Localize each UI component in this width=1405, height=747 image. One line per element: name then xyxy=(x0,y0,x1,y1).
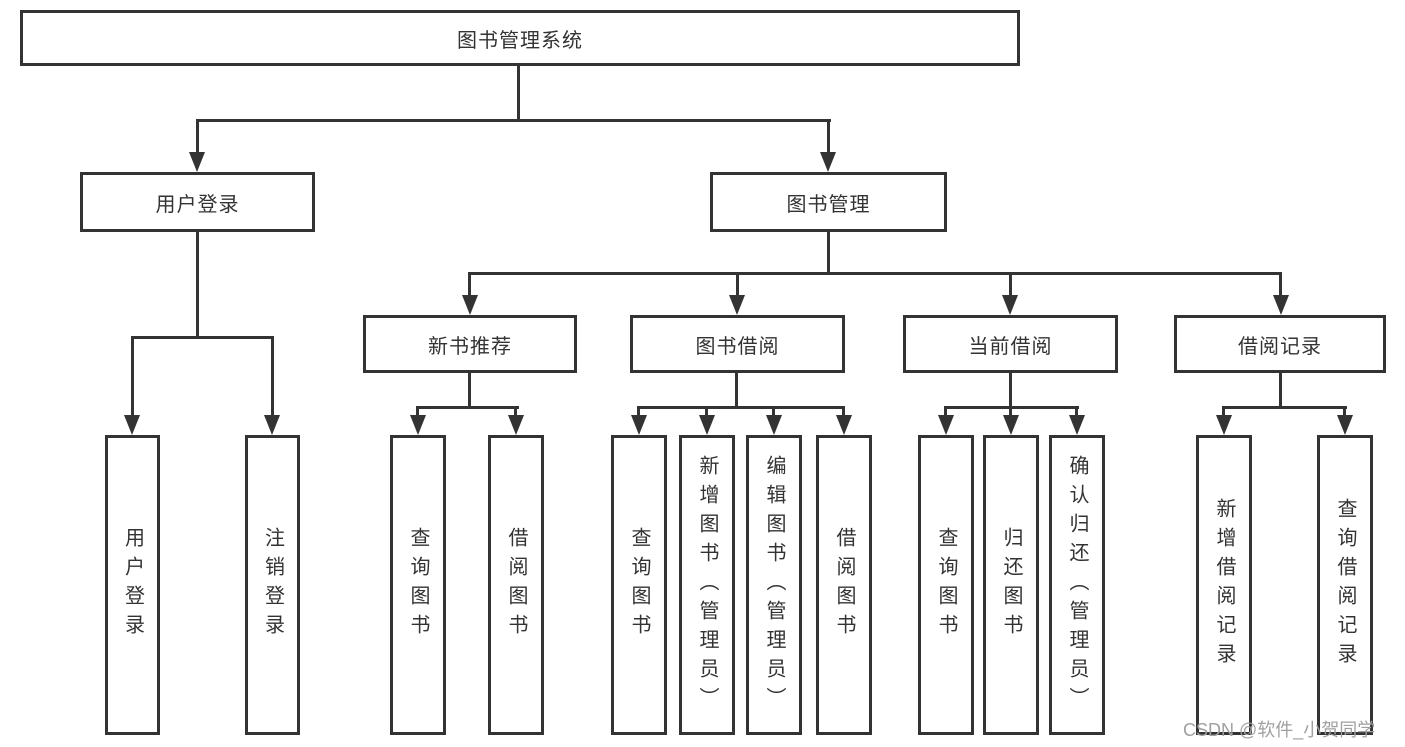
arrowhead-icon xyxy=(836,415,852,435)
arrowhead-icon xyxy=(1003,415,1019,435)
leaf-query-books-current-label: 查询图书 xyxy=(935,527,957,643)
arrowhead-icon xyxy=(766,415,782,435)
leaf-add-borrow-record-label: 新增借阅记录 xyxy=(1213,498,1235,672)
leaf-edit-books-admin-label: 编辑图书（管理员） xyxy=(763,454,785,716)
node-book-borrowing: 图书借阅 xyxy=(630,315,845,373)
leaf-edit-books-admin: 编辑图书（管理员） xyxy=(746,435,802,735)
arrowhead-icon xyxy=(1069,415,1085,435)
leaf-borrow-books-recommend-label: 借阅图书 xyxy=(505,527,527,643)
arrowhead-icon xyxy=(1337,415,1353,435)
leaf-query-books-borrowing: 查询图书 xyxy=(611,435,667,735)
arrowhead-icon xyxy=(820,152,836,172)
connector-line xyxy=(468,373,471,406)
leaf-borrow-books-borrowing: 借阅图书 xyxy=(816,435,872,735)
connector-line xyxy=(827,232,830,272)
connector-line xyxy=(944,406,947,415)
leaf-add-books-admin: 新增图书（管理员） xyxy=(679,435,735,735)
connector-line xyxy=(1009,272,1012,295)
leaf-return-books: 归还图书 xyxy=(983,435,1039,735)
leaf-logout-label: 注销登录 xyxy=(261,527,284,643)
connector-line xyxy=(1075,406,1078,415)
node-new-book-recommend-label: 新书推荐 xyxy=(428,335,512,358)
node-borrowing-records-label: 借阅记录 xyxy=(1238,335,1322,358)
connector-line xyxy=(637,406,640,415)
node-current-borrowing: 当前借阅 xyxy=(903,315,1118,373)
connector-line xyxy=(514,406,517,415)
connector-line xyxy=(517,66,520,119)
arrowhead-icon xyxy=(938,415,954,435)
connector-line xyxy=(736,272,739,295)
connector-line xyxy=(196,119,831,122)
connector-line xyxy=(1343,406,1346,415)
connector-line xyxy=(1279,373,1282,406)
leaf-add-books-admin-label: 新增图书（管理员） xyxy=(696,454,718,716)
leaf-query-books-current: 查询图书 xyxy=(918,435,974,735)
connector-line xyxy=(468,272,471,295)
connector-line xyxy=(468,272,1282,275)
connector-line xyxy=(131,336,274,339)
leaf-borrow-books-borrowing-label: 借阅图书 xyxy=(833,527,855,643)
node-book-borrowing-label: 图书借阅 xyxy=(695,335,780,358)
leaf-query-borrow-record-label: 查询借阅记录 xyxy=(1334,498,1356,672)
arrowhead-icon xyxy=(699,415,715,435)
connector-line xyxy=(772,406,775,415)
arrowhead-icon xyxy=(1216,415,1232,435)
leaf-user-login-label: 用户登录 xyxy=(121,527,144,643)
leaf-logout: 注销登录 xyxy=(245,435,300,735)
connector-line xyxy=(827,119,830,152)
node-user-login-label: 用户登录 xyxy=(155,193,240,216)
connector-line xyxy=(271,336,274,415)
arrowhead-icon xyxy=(1002,295,1018,315)
arrowhead-icon xyxy=(631,415,647,435)
connector-line xyxy=(1279,272,1282,295)
leaf-add-borrow-record: 新增借阅记录 xyxy=(1196,435,1252,735)
connector-line xyxy=(705,406,708,415)
arrowhead-icon xyxy=(124,415,140,435)
node-book-management-label: 图书管理 xyxy=(786,193,871,216)
arrowhead-icon xyxy=(508,415,524,435)
connector-line xyxy=(1009,373,1012,406)
leaf-return-books-label: 归还图书 xyxy=(1000,527,1022,643)
leaf-query-books-recommend: 查询图书 xyxy=(390,435,446,735)
leaf-confirm-return-admin: 确认归还（管理员） xyxy=(1049,435,1105,735)
connector-line xyxy=(1222,406,1347,409)
node-user-login: 用户登录 xyxy=(80,172,315,232)
arrowhead-icon xyxy=(189,152,205,172)
arrowhead-icon xyxy=(729,295,745,315)
connector-line xyxy=(131,336,134,415)
node-borrowing-records: 借阅记录 xyxy=(1174,315,1386,373)
arrowhead-icon xyxy=(264,415,280,435)
leaf-user-login: 用户登录 xyxy=(105,435,160,735)
connector-line xyxy=(196,119,199,152)
leaf-query-books-recommend-label: 查询图书 xyxy=(407,527,429,643)
connector-line xyxy=(735,373,738,406)
leaf-query-borrow-record: 查询借阅记录 xyxy=(1317,435,1373,735)
connector-line xyxy=(1009,406,1012,415)
arrowhead-icon xyxy=(462,295,478,315)
connector-line xyxy=(842,406,845,415)
connector-line xyxy=(416,406,519,409)
connector-line xyxy=(637,406,845,409)
connector-line xyxy=(1222,406,1225,415)
connector-line xyxy=(196,232,199,336)
node-book-management-system-label: 图书管理系统 xyxy=(457,29,583,52)
leaf-borrow-books-recommend: 借阅图书 xyxy=(488,435,544,735)
node-new-book-recommend: 新书推荐 xyxy=(363,315,577,373)
arrowhead-icon xyxy=(410,415,426,435)
watermark: CSDN @软件_小贺同学 xyxy=(1183,720,1376,740)
connector-line xyxy=(416,406,419,415)
node-book-management: 图书管理 xyxy=(710,172,947,232)
leaf-confirm-return-admin-label: 确认归还（管理员） xyxy=(1066,454,1088,716)
node-current-borrowing-label: 当前借阅 xyxy=(968,335,1053,358)
arrowhead-icon xyxy=(1273,295,1289,315)
leaf-query-books-borrowing-label: 查询图书 xyxy=(628,527,650,643)
node-book-management-system: 图书管理系统 xyxy=(20,10,1020,66)
